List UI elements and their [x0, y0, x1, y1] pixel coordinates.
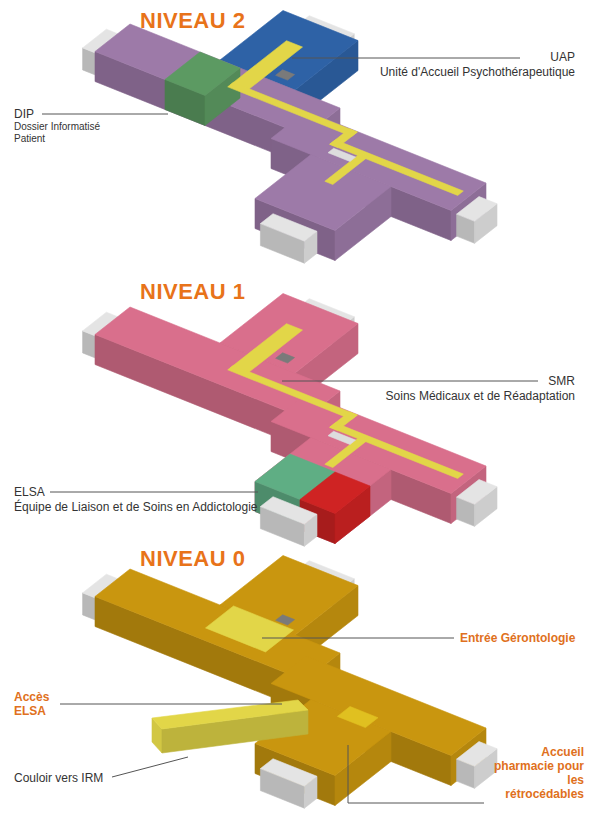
- shaft: [276, 615, 295, 625]
- unit-name: Dossier Informatisé Patient: [14, 121, 114, 145]
- corridor: [228, 365, 358, 419]
- leader-line: [348, 745, 484, 803]
- level-title: NIVEAU 1: [140, 279, 245, 305]
- unit-name: Unité d'Accueil Psychothérapeutique: [380, 65, 575, 79]
- roof-face: [260, 497, 317, 525]
- leader-line: [262, 638, 454, 639]
- unit-acronym: UAP: [550, 50, 575, 64]
- level-title: NIVEAU 0: [140, 546, 245, 572]
- unit-acronym: DIP: [14, 107, 34, 121]
- shaft: [276, 353, 295, 363]
- irm-corridor: [152, 700, 308, 753]
- unit-name: Soins Médicaux et de Réadaptation: [386, 389, 575, 403]
- corridor: [231, 324, 303, 374]
- leader-line: [60, 704, 282, 705]
- entrance-area: [337, 707, 378, 728]
- roof-face: [165, 52, 240, 96]
- level-block: [83, 11, 497, 264]
- corridor: [231, 41, 303, 91]
- roof-face: [300, 472, 370, 514]
- leader-line: [292, 58, 520, 59]
- level-title: NIVEAU 2: [140, 8, 245, 34]
- access-label: Entrée Gérontologie: [460, 631, 575, 645]
- entrance-area: [206, 606, 294, 652]
- leader-line: [42, 114, 168, 115]
- leader-line: [50, 492, 258, 493]
- roof-face: [457, 480, 497, 505]
- leader-line: [282, 381, 538, 382]
- leader-line: [112, 757, 188, 777]
- roof-face: [260, 759, 317, 787]
- access-label: Accueil pharmacie pour les rétrocédables: [492, 745, 584, 801]
- corridor-label: Couloir vers IRM: [14, 771, 103, 785]
- level-block: [83, 556, 497, 809]
- unit-acronym: SMR: [548, 374, 575, 388]
- roof-face: [260, 214, 317, 242]
- roof-face: [457, 742, 497, 767]
- access-label: Accès ELSA: [14, 690, 62, 718]
- unit-acronym: ELSA: [14, 485, 45, 499]
- corridor: [328, 431, 356, 444]
- corridor: [228, 82, 358, 136]
- shaft: [276, 70, 295, 80]
- roof-face: [457, 197, 497, 222]
- unit-name: Équipe de Liaison et de Soins en Addicto…: [14, 500, 189, 514]
- corridor: [328, 148, 356, 161]
